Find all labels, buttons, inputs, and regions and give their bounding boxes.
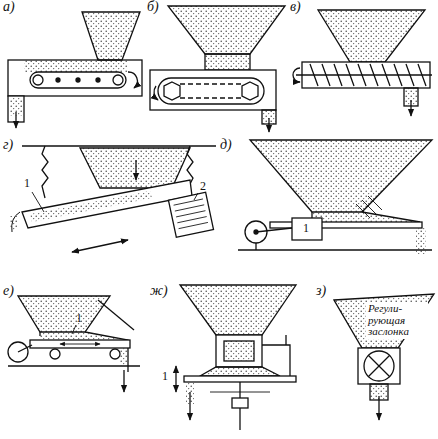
drawing-path: [128, 72, 137, 88]
drawing-line: [32, 192, 44, 212]
figure-letter: з): [316, 284, 326, 299]
drawing-path: [42, 146, 48, 198]
drawing-circle: [76, 78, 80, 82]
drawing-rect: [8, 60, 142, 96]
drawing-line: [368, 355, 390, 377]
chain-feeder: [150, 6, 285, 132]
drawing-path: [310, 64, 426, 86]
drawing-polygon: [22, 180, 192, 228]
drawing-circle: [96, 78, 100, 82]
figure-letter: д): [220, 138, 232, 153]
callout-number: 1: [303, 222, 309, 235]
callout-number: 1: [162, 370, 168, 383]
drawing-line: [368, 355, 390, 377]
drawing-line: [194, 193, 198, 200]
drawing-line: [296, 74, 432, 75]
drawing-polygon: [168, 6, 285, 54]
drawing-polygon: [200, 367, 280, 376]
drawing-line: [268, 118, 269, 132]
drawing-rect: [30, 72, 126, 88]
drawing-line: [256, 228, 292, 232]
drawing-rect: [30, 340, 130, 348]
disc-feeder: [176, 285, 296, 430]
drawing-g: [8, 6, 434, 430]
drawing-polygon: [250, 140, 432, 212]
figure-letter: е): [3, 284, 14, 299]
drawing-line: [175, 366, 176, 392]
drawing-line: [255, 243, 256, 250]
drawing-path: [180, 84, 244, 98]
figure-letter: а): [3, 0, 15, 15]
drawing-path: [356, 196, 382, 218]
drawing-rect: [24, 60, 128, 72]
drawing-line: [410, 100, 411, 116]
drawing-line: [72, 240, 128, 252]
drawing-polygon: [334, 294, 434, 348]
drawing-line: [60, 344, 100, 345]
figure-letter: б): [147, 0, 159, 15]
drawing-circle: [33, 75, 43, 85]
drawing-circle: [364, 351, 394, 381]
part-label: Регули- рующая заслонка: [366, 302, 428, 339]
drawing-path: [187, 146, 193, 184]
plate-feeder: [238, 140, 432, 254]
drawing-polygon: [180, 285, 296, 335]
drawing-path: [293, 68, 300, 82]
drawing-rect: [205, 54, 250, 70]
drawing-circle: [56, 78, 60, 82]
drawing-line: [210, 392, 270, 393]
callout-number: 2: [200, 180, 206, 193]
drawing-line: [18, 345, 32, 352]
screw-feeder: [293, 10, 432, 116]
drawing-rect: [150, 70, 276, 110]
drawing-polygon: [40, 332, 128, 340]
drawing-line: [22, 145, 216, 146]
drawing-rect: [292, 218, 322, 240]
drawing-g: [168, 192, 213, 237]
drawing-polygon: [30, 191, 152, 222]
drawing-circle: [50, 349, 60, 359]
callout-number: 1: [76, 312, 82, 325]
drawing-line: [189, 392, 190, 420]
drawing-line: [238, 249, 432, 250]
drawing-line: [123, 370, 124, 392]
drawing-rect: [216, 335, 262, 367]
drawing-rect: [10, 216, 18, 230]
drawing-rect: [224, 341, 254, 361]
callout-number: 1: [24, 177, 30, 190]
vibrating-feeder: [10, 146, 216, 252]
belt-feeder: [8, 12, 142, 128]
drawing-polygon: [164, 82, 180, 100]
drawing-rect: [168, 192, 213, 237]
drawing-line: [72, 325, 76, 334]
drawing-circle: [110, 349, 120, 359]
drawing-rect: [358, 348, 400, 384]
figure-letter: г): [3, 138, 13, 153]
drawing-path: [154, 86, 158, 100]
drawing-polygon: [82, 12, 140, 60]
drawing-rect: [232, 398, 248, 408]
drawing-polygon: [242, 82, 258, 100]
tray-feeder: [8, 296, 140, 392]
drawing-rect: [158, 78, 264, 104]
drawing-polygon: [18, 296, 110, 332]
figure-letter: ж): [150, 284, 168, 299]
drawing-polygon: [318, 10, 425, 62]
drawing-rect: [120, 348, 128, 366]
drawing-path: [174, 199, 208, 229]
drawing-circle: [113, 75, 123, 85]
figure-letter: в): [290, 0, 301, 15]
drawing-path: [98, 300, 134, 330]
rotary-feeder: [334, 294, 434, 420]
drawing-polygon: [80, 148, 190, 188]
drawing-line: [378, 396, 379, 420]
drawing-rect: [184, 376, 296, 382]
drawing-line: [15, 112, 16, 128]
drawing-line: [135, 160, 136, 180]
